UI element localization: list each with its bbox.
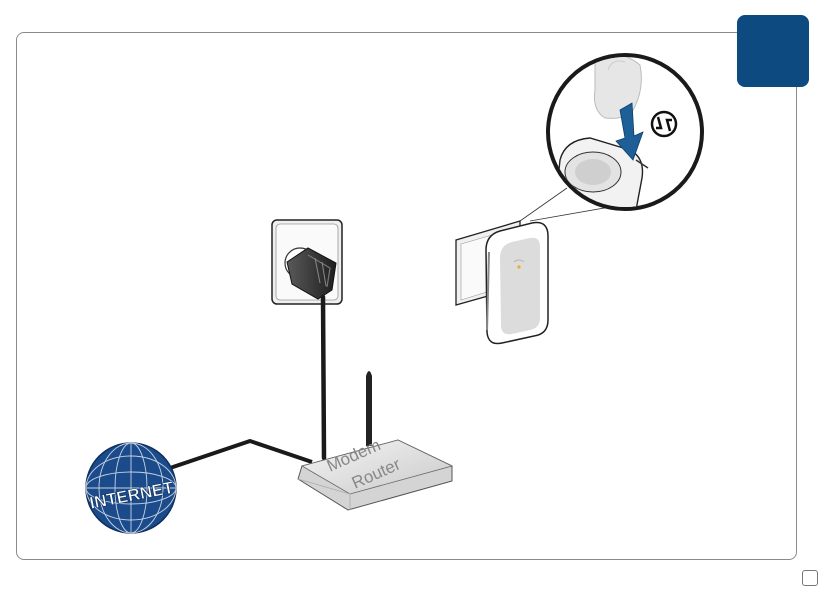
range-extender <box>456 221 548 344</box>
modem-router: Modem Router <box>298 435 452 510</box>
internet-globe: INTERNET <box>86 443 176 533</box>
wps-icon <box>652 112 676 136</box>
ethernet-cable <box>170 441 312 468</box>
router-antenna <box>366 371 372 446</box>
power-cable <box>323 297 324 458</box>
zoom-detail <box>548 55 702 210</box>
